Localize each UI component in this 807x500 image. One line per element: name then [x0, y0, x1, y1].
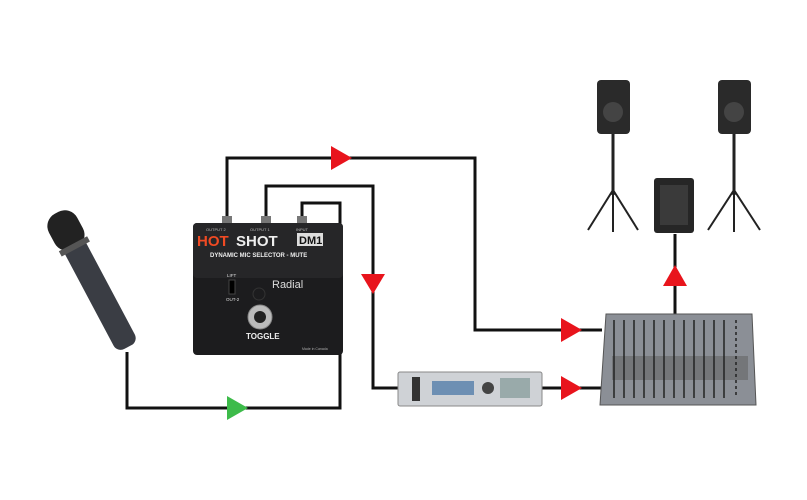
- arrow-green-icon: [227, 396, 248, 420]
- jack-label-output1: OUTPUT 1: [250, 227, 270, 232]
- cable-output1-to-processor: [264, 184, 400, 390]
- switch-label-out2: OUT-2: [226, 297, 240, 302]
- model-label: DM1: [299, 235, 322, 247]
- switch-label-lift: LIFT: [227, 273, 237, 278]
- signal-processor: [397, 371, 543, 407]
- subwoofer: [654, 178, 694, 233]
- brand-shot: SHOT: [236, 233, 278, 250]
- cable-output2-to-mixer: [225, 156, 602, 332]
- arrow-red-icon: [361, 274, 385, 294]
- jack-label-output2: OUTPUT 2: [206, 227, 226, 232]
- microphone-icon: [47, 210, 136, 350]
- speaker-right: [707, 80, 761, 232]
- brand-hot: HOT: [197, 233, 229, 250]
- footswitch-label: TOGGLE: [246, 332, 280, 341]
- arrow-red-icon: [561, 376, 582, 400]
- made-in-label: Made in Canada: [302, 347, 328, 351]
- device-subtitle: DYNAMIC MIC SELECTOR - MUTE: [210, 253, 307, 259]
- hotshot-dm1-device: OUTPUT 2 OUTPUT 1 INPUT HOT SHOT DM1 DYN…: [193, 216, 343, 355]
- arrow-red-icon: [331, 146, 352, 170]
- radial-logo: Radial: [272, 279, 303, 291]
- arrow-red-icon: [561, 318, 582, 342]
- speaker-left: [587, 80, 639, 232]
- mixing-console: [599, 313, 757, 406]
- jack-label-input: INPUT: [296, 227, 309, 232]
- arrow-red-icon: [663, 265, 687, 286]
- led-indicator: [252, 287, 266, 301]
- lift-switch[interactable]: [228, 279, 236, 295]
